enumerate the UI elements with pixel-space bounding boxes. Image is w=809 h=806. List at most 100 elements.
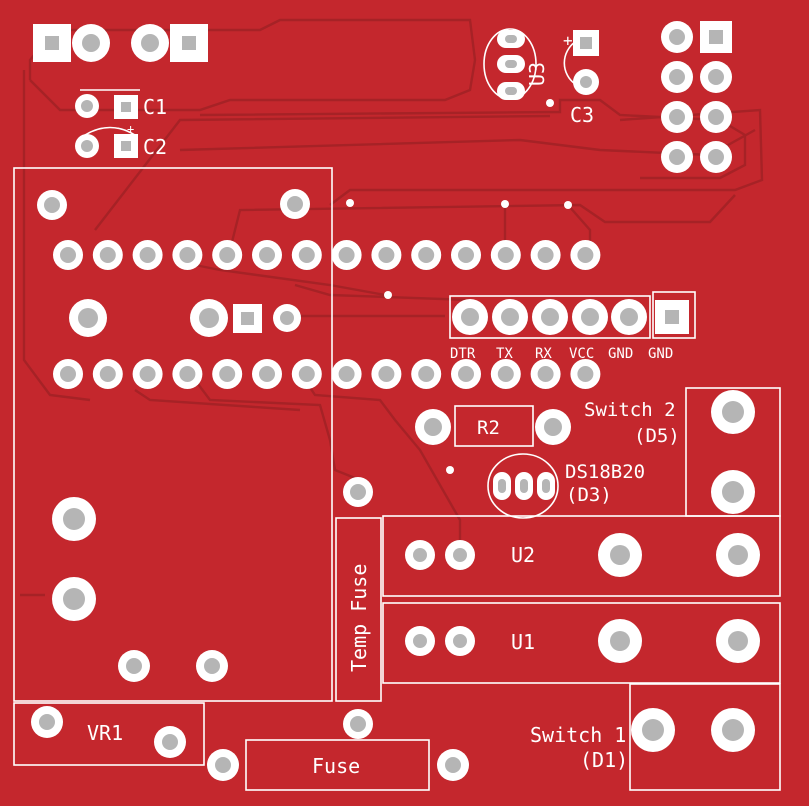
silkscreen-outlines — [13, 28, 781, 791]
round-pad-hole — [141, 34, 159, 52]
oval-pad-hole — [505, 60, 517, 68]
round-pad-hole — [99, 366, 116, 382]
round-pad-hole — [497, 366, 514, 382]
label-switch1: Switch 1 — [530, 723, 626, 747]
label-c3: C3 — [570, 103, 594, 127]
round-pad-hole — [461, 308, 479, 326]
via — [501, 200, 509, 208]
label-c2: C2 — [143, 135, 167, 159]
label-switch2-pin: (D5) — [634, 425, 680, 447]
round-pad-hole — [99, 247, 116, 263]
switch2-pads — [711, 390, 755, 514]
round-pad-hole — [458, 366, 474, 382]
c2-arc — [84, 126, 136, 136]
switch1-outline — [629, 683, 781, 791]
round-pad-hole — [610, 545, 630, 565]
u2-outline — [382, 515, 781, 597]
round-pad-hole — [179, 366, 196, 382]
round-pad-hole — [669, 29, 685, 45]
round-pad-hole — [280, 311, 294, 325]
round-pad-hole — [708, 149, 724, 165]
label-switch2: Switch 2 — [584, 399, 676, 421]
round-pad-hole — [179, 247, 196, 263]
round-pad-hole — [39, 714, 55, 730]
module-misc-pads — [37, 189, 310, 682]
round-pad-hole — [338, 366, 355, 382]
round-pad-hole — [378, 366, 395, 382]
round-pad-hole — [204, 658, 220, 674]
fuse-pads — [207, 749, 469, 781]
square-pad-hole — [665, 310, 679, 324]
round-pad-hole — [215, 757, 231, 773]
round-pad-hole — [63, 588, 85, 610]
round-pad-hole — [81, 140, 93, 152]
round-pad-hole — [60, 247, 76, 263]
switch2-outline — [685, 387, 781, 517]
round-pad-hole — [722, 481, 744, 503]
round-pad-hole — [453, 634, 467, 648]
round-pad-hole — [413, 634, 427, 648]
square-pad-hole — [121, 102, 131, 112]
fuse-outline — [245, 739, 430, 791]
round-pad-hole — [497, 247, 514, 263]
round-pad-hole — [577, 247, 594, 263]
r2-pads — [415, 409, 571, 445]
round-pad-hole — [78, 308, 98, 328]
round-pad-hole — [642, 719, 664, 741]
square-pad-hole — [241, 312, 254, 325]
oval-pad-hole — [505, 35, 517, 43]
via — [384, 291, 392, 299]
round-pad-hole — [541, 308, 559, 326]
round-pad-hole — [722, 719, 744, 741]
round-pad-hole — [199, 308, 219, 328]
ds18b20-outline — [487, 453, 559, 519]
oval-pad-hole — [498, 479, 506, 493]
label-r2: R2 — [477, 417, 500, 439]
u1-pads — [405, 619, 760, 663]
standalone-pads — [343, 477, 373, 739]
esp-module-outline — [13, 167, 333, 702]
round-pad-hole — [259, 366, 275, 382]
label-header-tx: TX — [496, 346, 513, 362]
temp-fuse-outline — [335, 517, 382, 702]
round-pad-hole — [82, 34, 100, 52]
round-pad-hole — [139, 366, 156, 382]
r2-outline — [454, 405, 534, 447]
label-vr1: VR1 — [87, 721, 123, 745]
round-pad-hole — [81, 100, 93, 112]
round-pad-hole — [728, 631, 748, 651]
label-ds18b20-pin: (D3) — [566, 484, 612, 506]
square-pad-hole — [45, 36, 59, 50]
round-pad-hole — [418, 247, 435, 263]
switch1-pads — [631, 708, 755, 752]
pad-layer — [31, 21, 760, 781]
round-pad-hole — [544, 418, 562, 436]
round-pad-hole — [350, 484, 366, 500]
round-pad-hole — [298, 366, 315, 382]
round-pad-hole — [63, 508, 85, 530]
via — [564, 201, 572, 209]
round-pad-hole — [458, 247, 474, 263]
round-pad-hole — [219, 247, 236, 263]
round-pad-hole — [338, 247, 355, 263]
round-pad-hole — [126, 658, 142, 674]
square-pad-hole — [121, 141, 131, 151]
round-pad-hole — [669, 149, 685, 165]
u3-pads — [497, 30, 525, 100]
round-pad-hole — [728, 545, 748, 565]
vr1-outline — [13, 702, 205, 766]
round-pad-hole — [418, 366, 435, 382]
label-fuse: Fuse — [312, 754, 360, 778]
round-pad-hole — [537, 366, 554, 382]
round-pad-hole — [162, 734, 178, 750]
oval-pad-hole — [520, 479, 528, 493]
label-ds18b20: DS18B20 — [565, 461, 645, 483]
label-u3: U3 — [525, 62, 549, 86]
header-2x4-pads — [661, 21, 732, 173]
ds18b20-pads — [493, 472, 555, 500]
round-pad-hole — [378, 247, 395, 263]
oval-pad-hole — [505, 87, 517, 95]
via — [446, 466, 454, 474]
round-pad-hole — [259, 247, 275, 263]
serial-header-pads — [452, 299, 689, 335]
